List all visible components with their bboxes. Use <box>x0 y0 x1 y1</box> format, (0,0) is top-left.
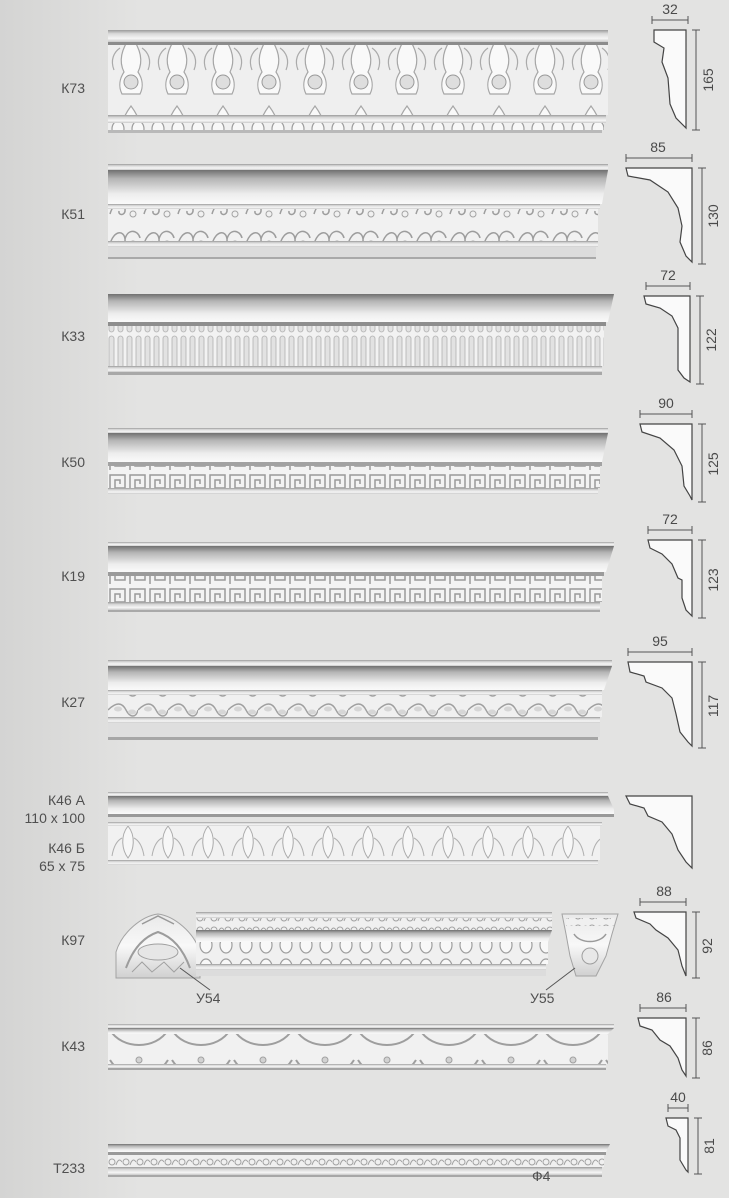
moulding-k46b <box>108 822 614 868</box>
callout-y54: У54 <box>196 990 221 1006</box>
dim-width-t233: 40 <box>670 1089 686 1105</box>
moulding-k27 <box>108 660 614 744</box>
profile-k51: 85 130 <box>622 139 722 276</box>
dim-height-k50: 125 <box>705 452 721 476</box>
profile-k97: 88 92 <box>630 883 720 990</box>
label-k46b: К46 Б <box>48 840 85 856</box>
dim-height-k43: 86 <box>699 1040 715 1056</box>
moulding-k50 <box>108 428 614 498</box>
label-k19: К19 <box>61 568 85 584</box>
label-k43: К43 <box>61 1038 85 1054</box>
callout-f4: Ф4 <box>532 1168 551 1184</box>
moulding-k43 <box>108 1024 614 1072</box>
label-k33: К33 <box>61 328 85 344</box>
dim-height-k97: 92 <box>699 938 715 954</box>
dim-width-k33: 72 <box>660 267 676 283</box>
label-k97: К97 <box>61 932 85 948</box>
label-k27: К27 <box>61 694 85 710</box>
dim-height-k73: 165 <box>700 68 716 92</box>
corner-y55 <box>560 910 620 980</box>
moulding-k97 <box>196 912 556 978</box>
moulding-k33 <box>108 294 614 378</box>
profile-k50: 90 125 <box>634 395 724 512</box>
dim-width-k73: 32 <box>662 1 678 17</box>
profile-t233: 40 81 <box>660 1089 729 1186</box>
dim-height-k27: 117 <box>705 695 721 718</box>
profile-k27: 95 117 <box>622 633 722 760</box>
callout-y55: У55 <box>530 990 555 1006</box>
label-k73: К73 <box>61 80 85 96</box>
label-t233: Т233 <box>53 1160 85 1176</box>
label-k50: К50 <box>61 454 85 470</box>
moulding-k73 <box>108 30 614 136</box>
dim-width-k43: 86 <box>656 989 672 1005</box>
dim-height-k19: 123 <box>705 568 721 592</box>
moulding-t233 <box>108 1144 614 1180</box>
label-k46b-size: 65 х 75 <box>39 858 85 874</box>
moulding-k19 <box>108 542 614 616</box>
corner-y54 <box>112 912 204 980</box>
dim-width-k27: 95 <box>652 633 668 649</box>
dim-height-k33: 122 <box>703 328 719 352</box>
moulding-k46a <box>108 792 614 818</box>
label-k46a-size: 110 х 100 <box>24 810 85 826</box>
moulding-k51 <box>108 164 614 262</box>
dim-width-k51: 85 <box>650 139 666 155</box>
profile-k73: 32 165 <box>640 1 720 138</box>
profile-k43: 86 86 <box>630 989 720 1096</box>
dim-width-k50: 90 <box>658 395 674 411</box>
dim-width-k97: 88 <box>656 883 672 899</box>
dim-height-t233: 81 <box>701 1138 717 1154</box>
profile-k19: 72 123 <box>638 511 728 628</box>
profile-k46 <box>622 790 702 874</box>
label-k46a: К46 А <box>48 792 85 808</box>
dim-width-k19: 72 <box>662 511 678 527</box>
dim-height-k51: 130 <box>705 204 721 228</box>
profile-k33: 72 122 <box>636 267 726 394</box>
label-k51: К51 <box>61 206 85 222</box>
